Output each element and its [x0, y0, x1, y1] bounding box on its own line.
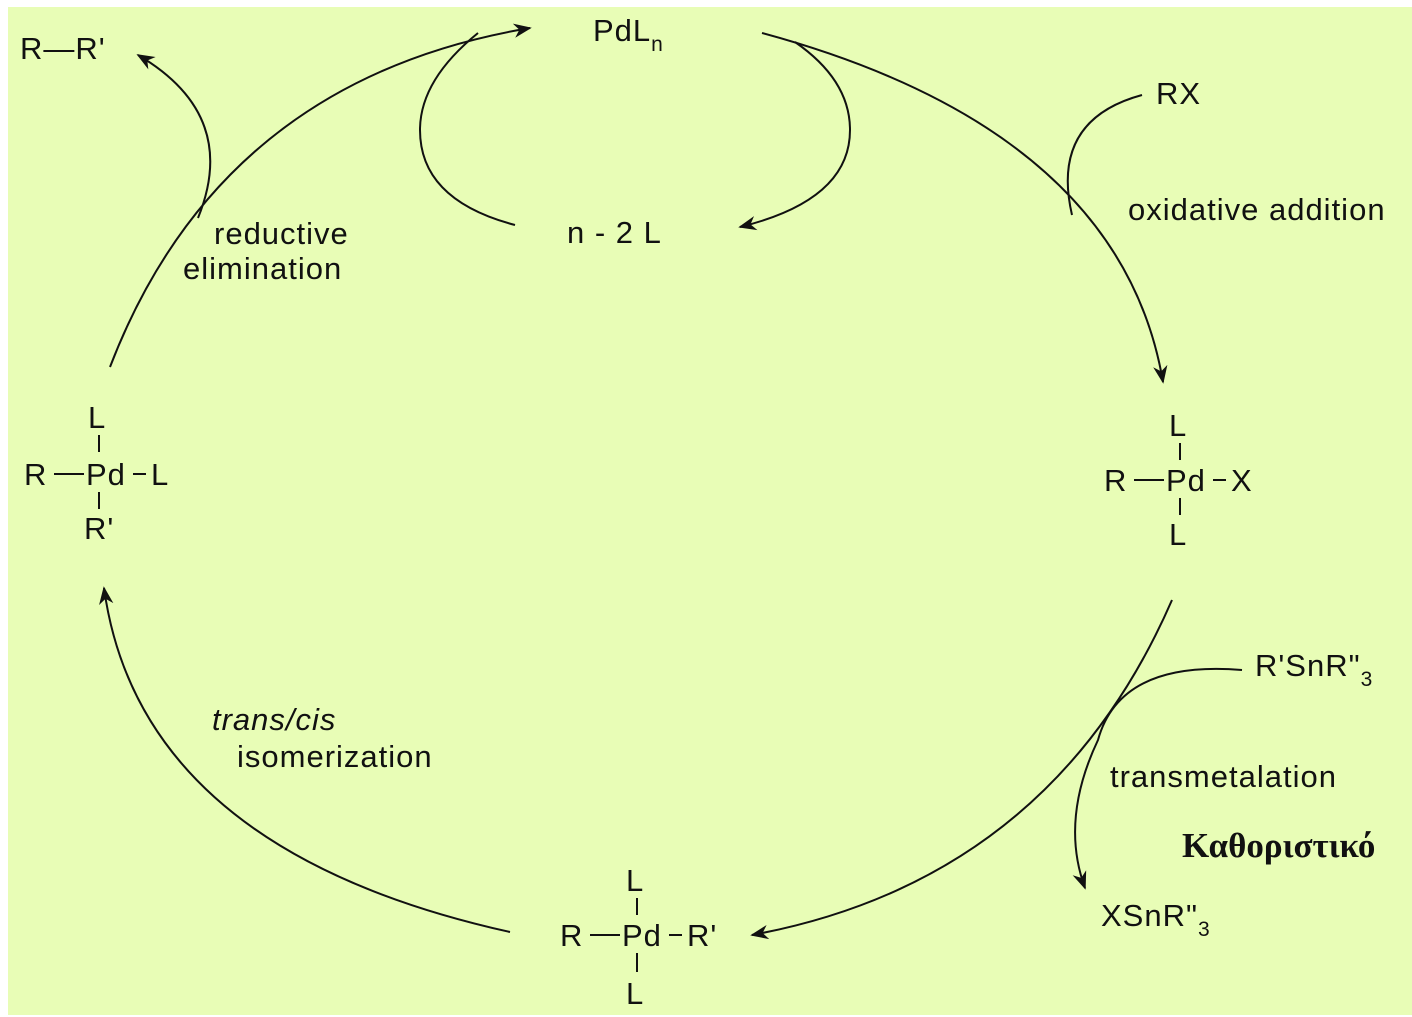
- svg-text:Pd: Pd: [1166, 463, 1206, 498]
- svg-text:R': R': [687, 918, 717, 953]
- greek-note: Καθοριστικό: [1182, 826, 1375, 865]
- svg-text:X: X: [1231, 463, 1253, 498]
- ligand-loss-arc-left: [418, 32, 516, 226]
- svg-text:Pd: Pd: [86, 457, 126, 492]
- stannane-input-arc: [1072, 667, 1243, 890]
- svg-text:Pd: Pd: [622, 918, 662, 953]
- svg-text:L: L: [151, 457, 169, 492]
- reductive-elimination-label-line2: elimination: [183, 251, 342, 286]
- rx-input-arc: [1066, 94, 1143, 216]
- catalyst-label: PdLn: [593, 13, 664, 56]
- transmetalation-arc: [750, 599, 1173, 940]
- oxidative-addition-label: oxidative addition: [1128, 192, 1386, 227]
- complex-oxidative-addition: L R Pd X L: [1104, 408, 1253, 552]
- tin-byproduct-label: XSnR"3: [1101, 898, 1211, 941]
- isomerization-label-line2: isomerization: [237, 739, 433, 774]
- complex-transmetalation: L R Pd R' L: [560, 863, 717, 1011]
- svg-text:L: L: [1169, 517, 1187, 552]
- product-output-arc: [136, 54, 212, 219]
- isomerization-label-line1: trans/cis: [212, 702, 336, 737]
- ligand-loss-arc-right: [738, 41, 852, 231]
- complex-cis-isomer: L R Pd L R': [24, 400, 169, 546]
- svg-text:R': R': [84, 511, 114, 546]
- svg-text:L: L: [1169, 408, 1187, 443]
- diagram-background: [8, 7, 1412, 1015]
- svg-text:R: R: [24, 457, 47, 492]
- rx-reagent-label: RX: [1156, 76, 1201, 111]
- svg-text:L: L: [626, 863, 644, 898]
- organostannane-label: R'SnR"3: [1255, 648, 1373, 691]
- svg-text:R: R: [1104, 463, 1127, 498]
- isomerization-arc: [99, 586, 511, 933]
- reductive-elimination-arc: [109, 23, 532, 368]
- reductive-elimination-label-line1: reductive: [214, 216, 349, 251]
- oxidative-addition-arc: [761, 32, 1168, 384]
- svg-text:R: R: [560, 918, 583, 953]
- svg-text:L: L: [626, 976, 644, 1011]
- product-label: R—R': [20, 31, 106, 66]
- transmetalation-label: transmetalation: [1110, 759, 1337, 794]
- svg-text:L: L: [88, 400, 106, 435]
- ligand-loss-label: n - 2 L: [567, 215, 662, 250]
